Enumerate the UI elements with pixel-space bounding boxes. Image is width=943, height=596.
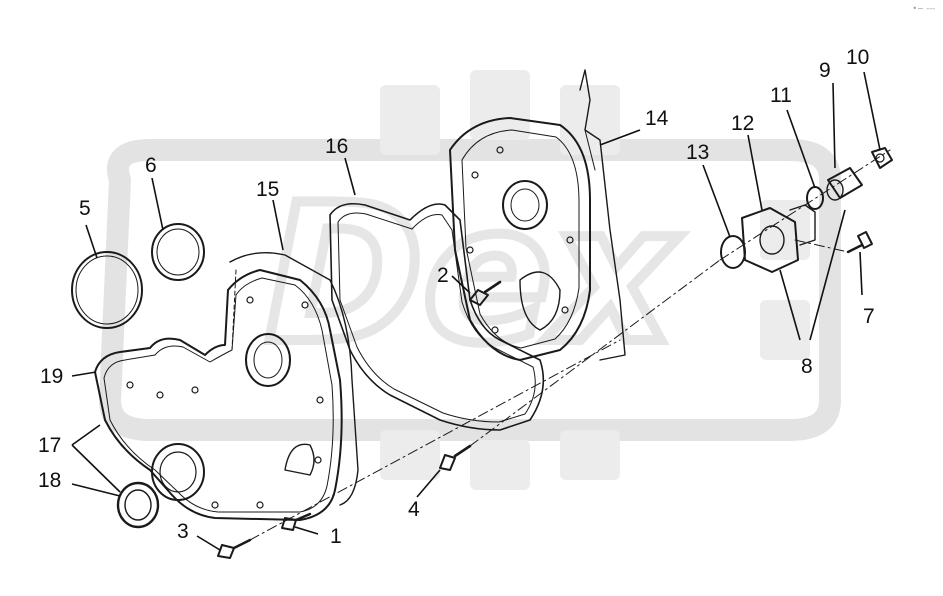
part-12-housing [741, 207, 799, 273]
callout-5: 5 [79, 197, 91, 220]
callout-19: 19 [40, 365, 64, 388]
callout-1: 1 [330, 525, 342, 548]
callout-8: 8 [801, 355, 813, 378]
callout-2: 2 [437, 264, 449, 287]
callout-6: 6 [145, 154, 157, 177]
part-9-plug [827, 167, 863, 199]
cover-seal-bore [245, 333, 291, 387]
corner-mark: •~ --- [912, 4, 935, 13]
part-15-gasket [229, 252, 359, 506]
callout-15: 15 [256, 178, 280, 201]
callout-9: 9 [819, 59, 831, 82]
part-4-bolt [439, 454, 456, 471]
part-3-bolt [217, 544, 235, 559]
callout-10: 10 [846, 46, 870, 69]
callout-14: 14 [645, 107, 669, 130]
part-18-seal [116, 481, 160, 529]
part-14-gear-housing [449, 117, 591, 361]
leader-lines [71, 71, 881, 551]
callout-17: 17 [38, 434, 62, 457]
callout-7: 7 [863, 305, 875, 328]
part-2-bolt [469, 289, 489, 306]
part-5-oring [71, 251, 143, 329]
callout-16: 16 [325, 135, 349, 158]
callout-4: 4 [408, 498, 420, 521]
front-crank-seal-housing [151, 443, 205, 501]
callout-12: 12 [731, 112, 755, 135]
callout-18: 18 [38, 469, 62, 492]
callout-11: 11 [770, 84, 792, 107]
part-19-front-cover [94, 269, 343, 521]
callout-3: 3 [177, 520, 189, 543]
callout-13: 13 [686, 141, 710, 164]
part-11-oring [806, 186, 824, 210]
part-6-seal [151, 223, 205, 281]
part-16-housing-gasket [329, 202, 545, 431]
